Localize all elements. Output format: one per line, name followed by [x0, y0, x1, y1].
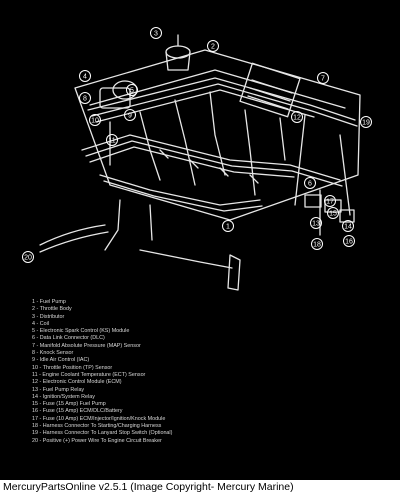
legend-item: 16 - Fuse (15 Amp) ECM/DLC/Battery [32, 408, 123, 415]
legend-item: 17 - Fuse (10 Amp) ECM/Injector/Ignition… [32, 415, 166, 422]
svg-text:4: 4 [83, 74, 87, 81]
callout-2: 2 [207, 40, 219, 52]
callout-11: 11 [106, 134, 118, 146]
svg-text:12: 12 [293, 115, 301, 122]
copyright-footer: MercuryPartsOnline v2.5.1 (Image Copyrig… [0, 480, 400, 495]
callout-8: 8 [79, 92, 91, 104]
callout-9: 9 [124, 109, 136, 121]
diagram-viewport: 1 2 3 4 5 6 7 [22, 27, 372, 445]
svg-text:13: 13 [312, 221, 320, 228]
legend-item: 5 - Electronic Spark Control (KS) Module [32, 328, 130, 335]
svg-text:5: 5 [130, 88, 134, 95]
callout-13: 13 [310, 217, 322, 229]
callout-10: 10 [89, 114, 101, 126]
svg-text:18: 18 [313, 242, 321, 249]
callout-17: 17 [324, 195, 336, 207]
svg-text:17: 17 [326, 199, 334, 206]
callout-4: 4 [79, 70, 91, 82]
legend-item: 20 - Positive (+) Power Wire To Engine C… [32, 437, 162, 444]
svg-text:16: 16 [345, 239, 353, 246]
svg-text:15: 15 [329, 211, 337, 218]
svg-text:11: 11 [108, 138, 115, 145]
svg-text:7: 7 [321, 76, 325, 83]
legend-item: 8 - Knock Sensor [32, 350, 74, 357]
legend-item: 19 - Harness Connector To Lanyard Stop S… [32, 430, 173, 437]
legend-item: 13 - Fuel Pump Relay [32, 386, 85, 393]
callout-16: 16 [343, 235, 355, 247]
callout-14: 14 [342, 220, 354, 232]
legend-item: 14 - Ignition/System Relay [32, 393, 95, 400]
callout-15: 15 [327, 207, 339, 219]
svg-text:6: 6 [308, 181, 312, 188]
callout-5: 5 [126, 84, 138, 96]
legend-item: 12 - Electronic Control Module (ECM) [32, 379, 122, 386]
wiring-harness-diagram: 1 2 3 4 5 6 7 [22, 27, 372, 291]
callout-18: 18 [311, 238, 323, 250]
legend-item: 10 - Throttle Position (TP) Sensor [32, 364, 113, 371]
callout-20: 20 [22, 251, 34, 263]
callout-7: 7 [317, 72, 329, 84]
engine-outline [74, 49, 361, 221]
legend-item: 6 - Data Link Connector (DLC) [32, 335, 105, 342]
legend-item: 7 - Manifold Absolute Pressure (MAP) Sen… [32, 342, 141, 349]
legend-item: 4 - Coil [32, 320, 50, 327]
callout-3: 3 [150, 27, 162, 39]
legend-item: 1 - Fuel Pump [32, 299, 66, 305]
callout-1: 1 [222, 220, 234, 232]
legend-item: 18 - Harness Connector To Starting/Charg… [32, 423, 162, 430]
parts-legend: 1 - Fuel Pump 2 - Throttle Body 3 - Dist… [32, 299, 362, 445]
svg-text:10: 10 [91, 118, 99, 125]
svg-text:3: 3 [154, 31, 158, 38]
legend-item: 15 - Fuse (15 Amp) Fuel Pump [32, 401, 106, 408]
svg-text:9: 9 [128, 113, 132, 120]
svg-text:20: 20 [24, 255, 32, 262]
legend-item: 9 - Idle Air Control (IAC) [32, 357, 90, 364]
svg-text:2: 2 [211, 44, 215, 51]
svg-text:14: 14 [344, 224, 352, 231]
callout-6: 6 [304, 177, 316, 189]
svg-text:1: 1 [226, 224, 230, 231]
legend-item: 11 - Engine Coolant Temperature (ECT) Se… [32, 371, 146, 378]
legend-item: 2 - Throttle Body [32, 306, 72, 313]
callout-19: 19 [360, 116, 372, 128]
svg-text:19: 19 [362, 120, 370, 127]
engine-upper-ridge [89, 69, 346, 109]
svg-text:8: 8 [83, 96, 87, 103]
callout-12: 12 [291, 111, 303, 123]
legend-item: 3 - Distributor [32, 313, 65, 320]
